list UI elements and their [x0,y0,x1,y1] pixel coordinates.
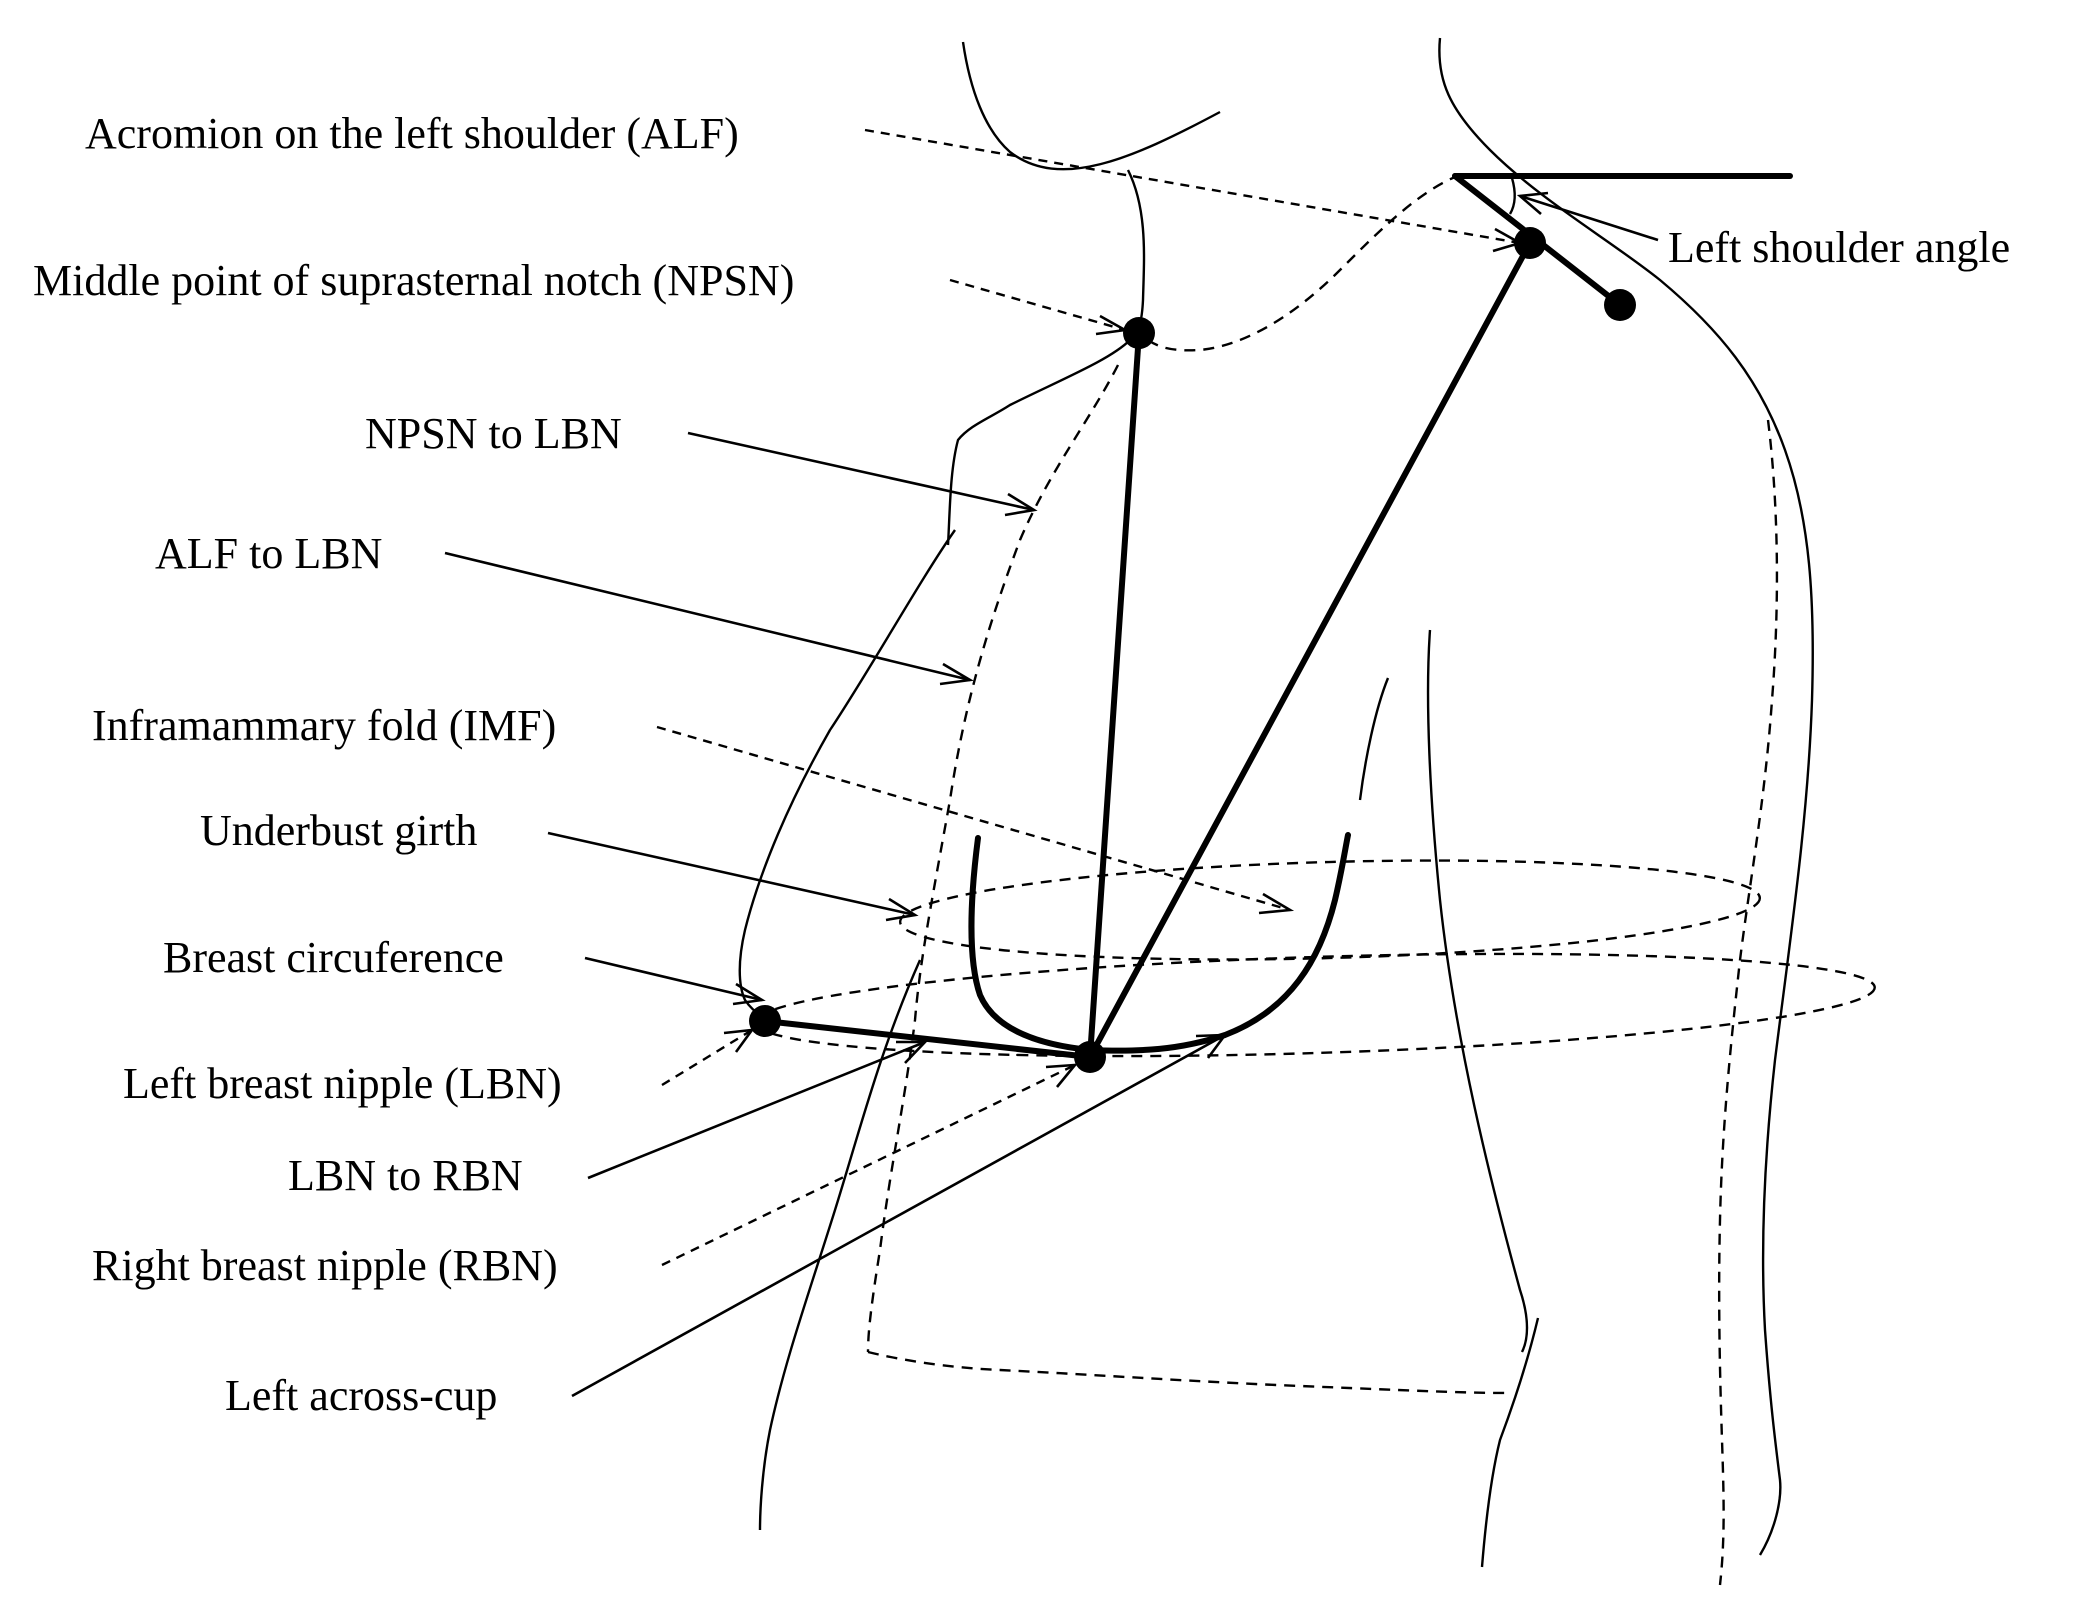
neckline-dashed [1137,173,1461,352]
left-neck-outline [946,169,1146,546]
npsn-leader [949,278,1126,332]
left-across-cup-curve [1087,832,1351,1054]
breast-circ-leader [584,956,763,1002]
alf-lbn-leader [444,551,971,682]
lbn-to-rbn-line [762,1018,1093,1060]
rbn-leader [661,1063,1076,1267]
back-neck-outline [1438,37,1814,1556]
left-flank-outline [758,959,922,1531]
lbn-rbn-leader [587,1040,926,1180]
label-underbust-girth: Underbust girth [200,806,477,855]
shoulder-angle-arrowhead [1516,191,1549,215]
shoulder-angle-arc [1508,177,1516,215]
rbn-arrowhead [1045,1063,1078,1088]
npsn-landmark-dot [1123,317,1155,349]
npsn-lbn-leader [687,431,1035,512]
label-lbn-to-rbn: LBN to RBN [288,1151,523,1200]
label-alf: Acromion on the left shoulder (ALF) [85,109,739,158]
label-imf: Inframammary fold (IMF) [92,701,556,750]
label-rbn: Right breast nipple (RBN) [92,1241,558,1290]
right-arm-lower-outline [1480,1317,1540,1568]
waist-dashed [867,1350,1511,1395]
breast-circ-arrowhead [732,982,766,1006]
underbust-leader [547,831,916,917]
right-breast-outline [1358,677,1390,801]
npsn-to-lbn-line [1087,330,1142,1060]
lbn-landmark-dot [1074,1041,1106,1073]
label-npsn-to-lbn: NPSN to LBN [365,409,622,458]
landmarks [749,227,1636,1073]
body-outline [738,37,1814,1568]
alf-landmark-dot [1514,227,1546,259]
npsn-lbn-arrowhead [1004,492,1038,517]
alf-to-lbn-line [1087,240,1533,1060]
lbn-rbn-arrowhead [896,1040,929,1064]
label-left-shoulder-angle: Left shoulder angle [1668,223,2010,272]
alf-lbn-arrowhead [939,662,974,686]
lbn-arrowhead [723,1028,755,1053]
left-torso-dashed [866,364,1120,1353]
underbust-girth-ellipse [898,859,1762,961]
left-arm-outline [738,529,956,1027]
inframammary-fold-curve [968,835,1093,1053]
lbn-leader [661,1028,753,1087]
npsn-arrowhead [1095,314,1130,336]
across-cup-arrowhead [1195,1033,1228,1059]
hidden-contours [866,173,1779,1586]
breast-measurements [762,240,1533,1060]
right-arm-front-outline [1426,629,1529,1353]
shoulder-angle-leader [1519,194,1659,242]
labels: Acromion on the left shoulder (ALF) Midd… [33,109,2010,1420]
imf-leader [656,725,1291,912]
label-npsn: Middle point of suprasternal notch (NPSN… [33,256,794,305]
label-lbn: Left breast nipple (LBN) [123,1059,562,1108]
shoulder-end-landmark-dot [1604,289,1636,321]
underbust-arrowhead [885,897,919,922]
leader-lines [444,128,1659,1398]
chin-outline [961,41,1221,171]
label-left-across-cup: Left across-cup [225,1371,497,1420]
alf-leader [864,128,1521,245]
label-alf-to-lbn: ALF to LBN [155,529,382,578]
rbn-landmark-dot [749,1005,781,1037]
across-cup-leader [571,1033,1226,1398]
alf-arrowhead [1492,227,1524,253]
label-breast-circumference: Breast circuference [163,933,504,982]
imf-arrowhead [1258,892,1295,915]
right-torso-dashed [1717,419,1779,1586]
